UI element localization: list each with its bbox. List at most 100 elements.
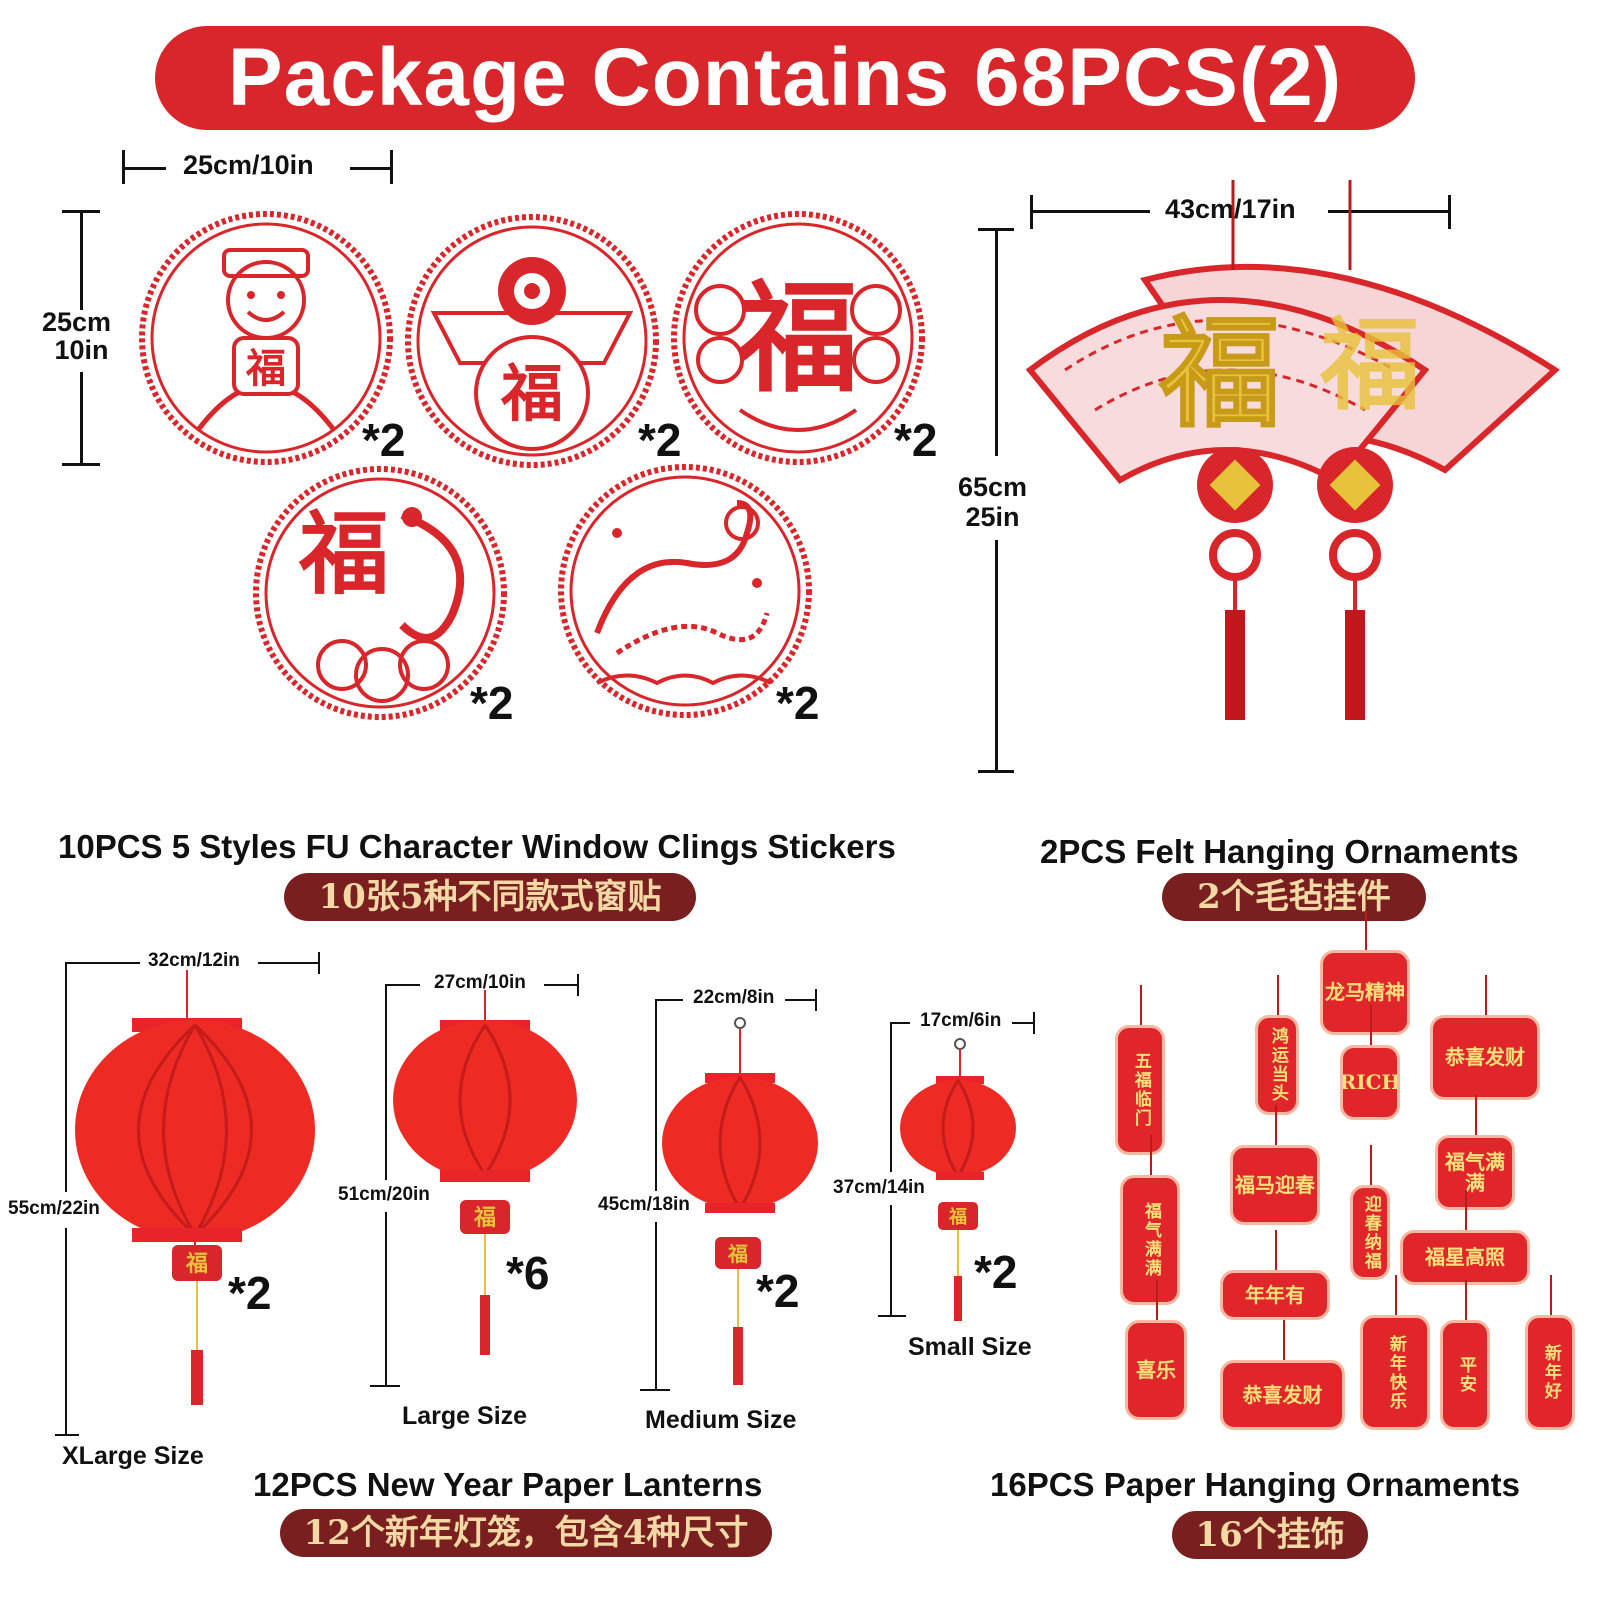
ornament-string	[1275, 1105, 1277, 1145]
paper-ornament-tag: 恭喜发财	[1430, 1015, 1540, 1100]
dimension-tick	[878, 1315, 906, 1317]
window-cling-big-fu: 福	[671, 211, 925, 465]
clings-caption-cn: 10张5种不同款式窗贴	[284, 873, 696, 921]
xlarge-lantern: 福	[75, 970, 315, 1405]
dimension-tick	[390, 150, 393, 184]
dimension-line	[65, 962, 140, 964]
ornament-string	[1370, 1145, 1372, 1185]
window-cling-peony: 福	[405, 214, 659, 468]
paper-ornament-tag: 福星高照	[1400, 1230, 1530, 1285]
lanterns-caption: 12PCS New Year Paper Lanterns	[253, 1466, 763, 1503]
dimension-tick	[815, 989, 817, 1011]
small-lantern: 福	[900, 1038, 1016, 1321]
lanterns-caption-cn: 12个新年灯笼，包含4种尺寸	[280, 1509, 772, 1557]
xlarge-qty: *2	[228, 1267, 272, 1319]
dimension-line	[385, 984, 420, 986]
medium-qty: *2	[756, 1265, 800, 1317]
clings-caption: 10PCS 5 Styles FU Character Window Cling…	[58, 828, 896, 865]
paper-ornament-tag: 年年有	[1220, 1270, 1330, 1320]
ornament-string	[1156, 1280, 1158, 1320]
paper-ornament-tag: 福气满满	[1435, 1135, 1515, 1210]
clings-width-label: 25cm/10in	[183, 150, 314, 180]
cling-4-qty: *2	[470, 677, 514, 729]
felt-height-cm: 65cm	[958, 472, 1028, 502]
tag-character: 福	[948, 1206, 967, 1228]
tag-character: 福	[185, 1251, 208, 1277]
ornament-string	[1485, 975, 1487, 1015]
window-cling-fortune-god: 福	[139, 211, 393, 465]
dimension-line	[385, 1212, 387, 1386]
fu-character: 福	[245, 345, 286, 392]
xlarge-width-label: 32cm/12in	[148, 950, 240, 971]
felt-fan-ornaments: 福 福	[1025, 180, 1560, 720]
felt-height-in: 25in	[965, 502, 1020, 532]
cling-2-qty: *2	[638, 414, 682, 466]
ornament-string	[1475, 1095, 1477, 1135]
paper-ornament-tag: 福气满满	[1120, 1175, 1180, 1305]
small-height-label: 37cm/14in	[833, 1177, 925, 1198]
page-title-banner: Package Contains 68PCS(2)	[155, 26, 1415, 130]
medium-width-label: 22cm/8in	[693, 987, 775, 1008]
paper-caption: 16PCS Paper Hanging Ornaments	[990, 1466, 1520, 1503]
large-width-label: 27cm/10in	[434, 972, 526, 993]
clings-height-label: 25cm 10in	[42, 308, 111, 364]
medium-height-label: 45cm/18in	[598, 1194, 690, 1215]
ornament-string	[1140, 985, 1142, 1025]
medium-lantern: 福	[662, 1017, 818, 1385]
small-qty: *2	[974, 1246, 1018, 1298]
dimension-line	[385, 984, 387, 1180]
dimension-line	[890, 1205, 892, 1315]
dimension-line	[1012, 1022, 1034, 1024]
felt-width-label: 43cm/17in	[1165, 194, 1296, 224]
dimension-line	[785, 999, 815, 1001]
small-size-label: Small Size	[908, 1333, 1032, 1361]
paper-ornament-tag: RICH	[1340, 1045, 1400, 1120]
ornament-string	[1282, 1320, 1285, 1360]
dimension-line	[350, 167, 392, 170]
dimension-line	[995, 228, 998, 456]
dimension-line	[1328, 210, 1450, 213]
paper-ornament-tag: 喜乐	[1125, 1320, 1187, 1420]
dimension-tick	[978, 770, 1014, 773]
felt-caption-cn: 2个毛毡挂件	[1162, 873, 1426, 921]
dimension-line	[890, 1022, 892, 1172]
dimension-tick	[640, 1389, 670, 1391]
dimension-line	[80, 372, 83, 464]
cling-3-qty: *2	[894, 414, 938, 466]
large-lantern: 福	[393, 990, 577, 1355]
paper-ornament-tag: 五福临门	[1115, 1025, 1165, 1155]
dimension-tick	[1448, 195, 1451, 229]
fu-character: 福	[1159, 303, 1280, 444]
dimension-line	[655, 999, 683, 1001]
large-size-label: Large Size	[402, 1402, 528, 1430]
ornament-string	[1550, 1275, 1552, 1315]
fu-character: 福	[1319, 306, 1420, 424]
paper-ornament-tag: 新年快乐	[1360, 1315, 1430, 1430]
dimension-tick	[1033, 1012, 1035, 1034]
large-qty: *6	[506, 1247, 550, 1299]
ornament-string	[1465, 1280, 1467, 1320]
paper-ornament-tag: 恭喜发财	[1220, 1360, 1345, 1430]
paper-caption-cn: 16个挂饰	[1172, 1511, 1368, 1559]
dimension-line	[1030, 210, 1150, 213]
fu-character: 福	[737, 268, 858, 409]
felt-height-label: 65cm 25in	[958, 472, 1027, 532]
clings-height-cm: 25cm	[42, 307, 112, 337]
tag-character: 福	[727, 1242, 748, 1266]
dimension-line	[65, 1228, 67, 1434]
paper-ornament-tag: 迎春纳福	[1350, 1185, 1390, 1280]
dimension-line	[995, 540, 998, 770]
fu-character: 福	[500, 357, 563, 430]
tag-character: 福	[473, 1205, 496, 1231]
paper-ornament-tag: 龙马精神	[1320, 950, 1410, 1035]
dimension-line	[544, 984, 578, 986]
large-height-label: 51cm/20in	[338, 1184, 430, 1205]
dimension-line	[258, 962, 318, 964]
window-cling-koi: 福	[253, 466, 507, 720]
ornament-string	[1365, 910, 1367, 950]
dimension-tick	[62, 463, 100, 466]
ornament-string	[1395, 1275, 1397, 1315]
ornament-string	[1150, 1135, 1152, 1175]
dimension-line	[80, 210, 83, 310]
paper-ornament-tag: 鸿运当头	[1255, 1015, 1299, 1115]
